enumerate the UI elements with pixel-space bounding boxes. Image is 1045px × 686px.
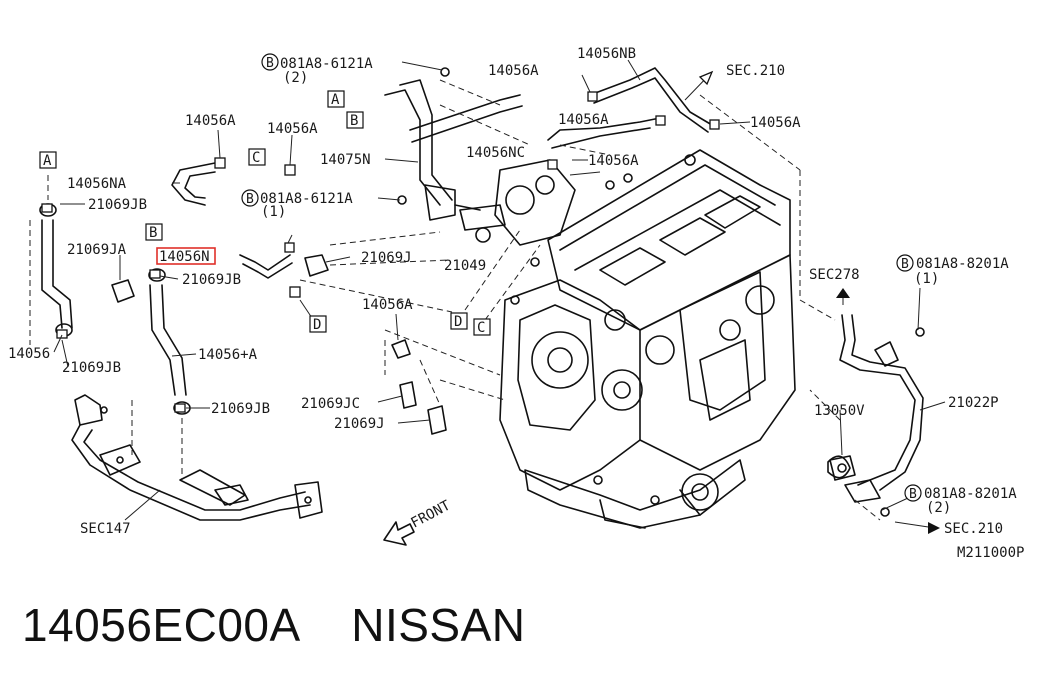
callout-14056a-lower: 14056A — [362, 297, 413, 313]
hose-drawings — [39, 67, 924, 521]
callout-14056n: 14056N — [159, 249, 210, 265]
callout-21069jb-c: 21069JB — [62, 360, 121, 376]
callout-14056na: 14056NA — [67, 176, 127, 192]
bolt-marker-icon — [904, 484, 922, 502]
ref-d-center: D — [454, 314, 462, 330]
callout-sec278: SEC278 — [809, 267, 860, 283]
front-direction-marker: FRONT — [383, 497, 454, 546]
ref-box-a-left — [39, 151, 57, 169]
ref-box-b-left — [145, 223, 163, 241]
callout-081a8-6121a-top: 081A8-6121A — [280, 56, 373, 72]
callout-14056nc: 14056NC — [466, 145, 525, 161]
callout-21069jc: 21069JC — [301, 396, 360, 412]
leader-lines — [29, 59, 946, 534]
callout-qty-2-bottom: (2) — [926, 500, 951, 516]
front-arrow-icon — [383, 521, 415, 546]
callout-081a8-8201a-top: 081A8-8201A — [916, 256, 1009, 272]
ref-b-top: B — [350, 113, 358, 129]
callout-qty-1-right: (1) — [914, 271, 939, 287]
ref-b-left: B — [149, 225, 157, 241]
callout-14056a-mid: 14056A — [558, 112, 609, 128]
callout-21069jb-d: 21069JB — [211, 401, 270, 417]
engine-block-drawing — [459, 149, 796, 529]
callout-sec147: SEC147 — [80, 521, 131, 537]
callout-sec210-top: SEC.210 — [726, 63, 785, 79]
reference-boxes: A B C A B C D D — [39, 90, 491, 336]
callout-21069j-lower: 21069J — [334, 416, 385, 432]
callout-13050v: 13050V — [814, 403, 865, 419]
bolt-marker-icon — [261, 53, 279, 71]
callout-21069j-top: 21069J — [361, 250, 412, 266]
part-title: 14056EC00A NISSAN — [22, 599, 526, 651]
diagram-id: M211000P — [957, 545, 1024, 561]
callout-14056nb: 14056NB — [577, 46, 636, 62]
callout-14075n: 14075N — [320, 152, 371, 168]
callout-081a8-8201a-bottom: 081A8-8201A — [924, 486, 1017, 502]
ref-box-c-center — [473, 318, 491, 336]
bolt-marker-letter: B — [246, 192, 254, 207]
callout-14056a-nc: 14056A — [588, 153, 639, 169]
ref-c-left: C — [252, 150, 260, 166]
bolt-markers: B B B B — [241, 53, 922, 502]
callout-21069jb-a: 21069JB — [88, 197, 147, 213]
ref-box-d-center — [450, 312, 468, 330]
callout-14056: 14056 — [8, 346, 50, 362]
bolt-marker-letter: B — [266, 56, 274, 71]
callout-21069jb-b: 21069JB — [182, 272, 241, 288]
bolt-marker-icon — [896, 254, 914, 272]
bolt-marker-letter: B — [901, 257, 909, 272]
callout-14056a-c: 14056A — [267, 121, 318, 137]
highlight-box — [156, 247, 216, 265]
ref-box-b-top — [346, 111, 364, 129]
ref-box-a-top — [327, 90, 345, 108]
ref-c-center: C — [477, 320, 485, 336]
ref-d-left: D — [313, 317, 321, 333]
callout-14056a-top: 14056A — [488, 63, 539, 79]
callout-labels: 081A8-6121A (2) 14056NB 14056A SEC.210 1… — [8, 46, 1024, 561]
callout-21022p: 21022P — [948, 395, 999, 411]
callout-14056a-left: 14056A — [185, 113, 236, 129]
callout-qty-2-top: (2) — [283, 70, 308, 86]
ref-box-d-left — [309, 315, 327, 333]
callout-14056a-right: 14056A — [750, 115, 801, 131]
callout-qty-1-mid: (1) — [261, 204, 286, 220]
clamp-drawings — [41, 67, 925, 517]
front-label: FRONT — [408, 497, 453, 531]
ref-a-left: A — [43, 153, 52, 169]
bolt-marker-icon — [241, 189, 259, 207]
bolt-marker-letter: B — [909, 487, 917, 502]
ref-box-c-left — [248, 148, 266, 166]
callout-14056-plus-a: 14056+A — [198, 347, 258, 363]
callout-21049: 21049 — [444, 258, 486, 274]
ref-a-top: A — [331, 92, 340, 108]
callout-21069ja: 21069JA — [67, 242, 127, 258]
callout-081a8-6121a-mid: 081A8-6121A — [260, 191, 353, 207]
callout-sec210-bottom: SEC.210 — [944, 521, 1003, 537]
